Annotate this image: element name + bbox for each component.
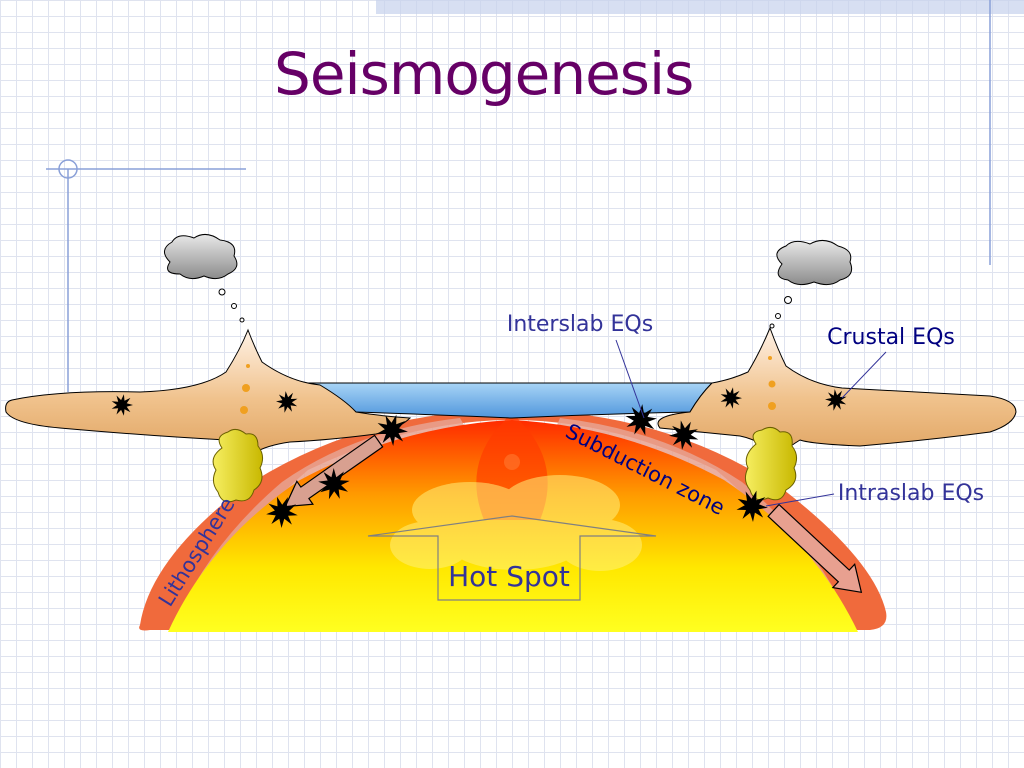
left-continent [5, 328, 412, 457]
earthquake-icon [825, 389, 847, 411]
slide-title: Seismogenesis [274, 40, 694, 108]
crustal-leader [841, 351, 887, 399]
earthquake-icon [111, 394, 133, 416]
magma-plume-left [212, 428, 264, 503]
earthquake-icon [736, 490, 768, 522]
right-continent [657, 326, 1017, 457]
plate-motion-arrow-right [767, 503, 863, 594]
interslab-leader [615, 339, 645, 419]
smoke-cloud-left [164, 234, 245, 323]
earthquake-markers [111, 387, 847, 528]
magma-dots-right [768, 356, 776, 410]
plume-cloud [390, 475, 642, 571]
earthquake-icon [376, 414, 408, 446]
slide-decoration [46, 0, 1024, 392]
hot-spot-arrow [367, 515, 657, 601]
earthquake-icon [276, 391, 298, 413]
ocean [304, 382, 714, 419]
earthquake-icon [625, 404, 657, 436]
magma-dots-left [240, 364, 250, 414]
earthquake-icon [318, 468, 350, 500]
crustal-eqs-label: Crustal EQs [827, 325, 955, 350]
earthquake-icon [669, 420, 699, 450]
earthquake-icon [266, 496, 298, 528]
intraslab-eqs-label: Intraslab EQs [838, 481, 984, 506]
magma-plume-right [744, 426, 798, 501]
earthquake-icon [720, 387, 742, 409]
hot-spot-label: Hot Spot [448, 560, 570, 593]
interslab-eqs-label: Interslab EQs [507, 312, 653, 337]
intraslab-leader [765, 493, 835, 507]
smoke-cloud-right [769, 240, 853, 329]
